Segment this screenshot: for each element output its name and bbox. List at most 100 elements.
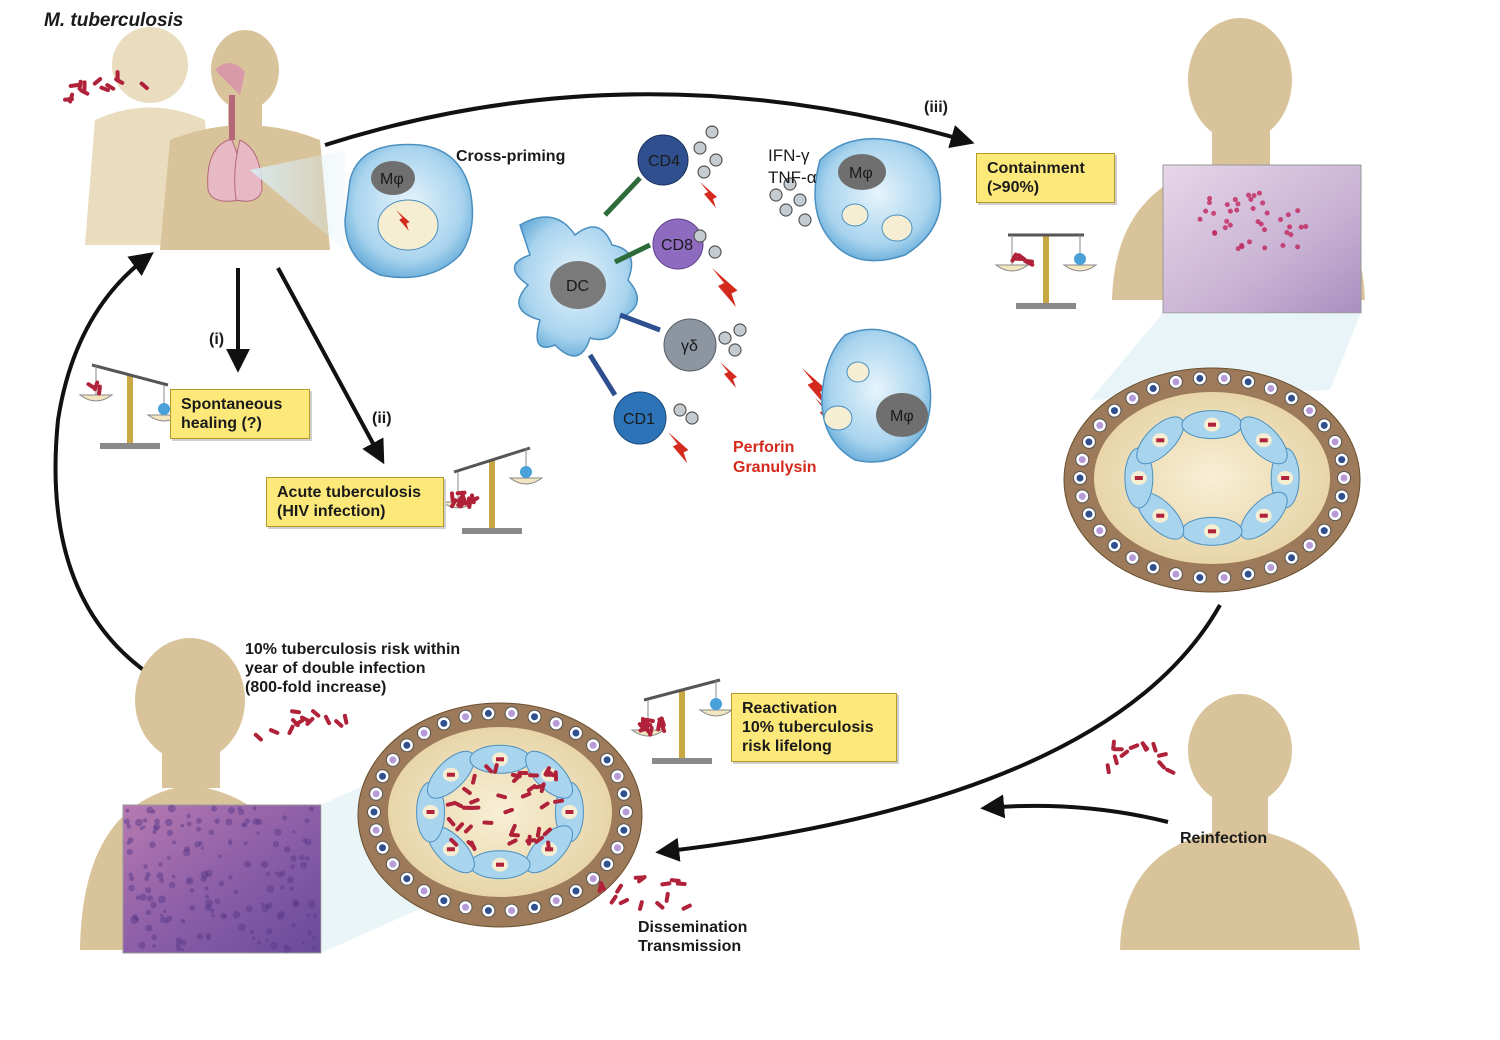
- bacterium: [681, 903, 692, 911]
- bacteria-reinfection: [1105, 739, 1176, 775]
- gd-label: γδ: [681, 338, 698, 355]
- path-label-iii: (iii): [924, 99, 948, 116]
- cd8-t-cell: CD8: [652, 218, 704, 270]
- lightning-bolt: [668, 432, 689, 464]
- bacterium: [457, 498, 466, 508]
- bacterium: [305, 716, 315, 726]
- bacterium: [526, 784, 537, 793]
- bacterium: [553, 798, 565, 804]
- bacterium: [463, 824, 473, 834]
- bacterium: [1105, 763, 1111, 775]
- bacterium: [543, 766, 551, 777]
- bacterium: [1134, 476, 1143, 480]
- bacterium: [542, 827, 553, 837]
- bacterium: [469, 496, 480, 504]
- cytokine-bubble: [693, 229, 707, 243]
- svg-text:Mφ: Mφ: [890, 408, 914, 425]
- bacterium: [446, 847, 455, 852]
- cytokine-bubble: [705, 125, 719, 139]
- lysed-macrophage: Mφ: [821, 328, 932, 463]
- bacterium: [597, 882, 604, 893]
- bacterium: [426, 810, 435, 814]
- cytokine-bubble: [709, 153, 723, 167]
- bacterium: [449, 498, 458, 509]
- bacterium: [482, 820, 494, 825]
- bacterium: [535, 826, 542, 838]
- bacterium: [93, 380, 100, 392]
- arrow-reinfection: [980, 794, 1169, 824]
- box-spontaneous-healing: Spontaneous healing (?): [170, 389, 310, 439]
- bacterium: [609, 894, 618, 905]
- bacterium: [520, 791, 532, 799]
- diagram-title: M. tuberculosis: [44, 10, 184, 31]
- cytokine-bubbles: [673, 125, 812, 425]
- cytokine-bubble: [728, 343, 742, 357]
- bacterium: [1023, 258, 1035, 264]
- cross-priming-label: Cross-priming: [456, 148, 566, 165]
- bacterium: [510, 772, 522, 779]
- bacterium: [669, 878, 681, 883]
- bacterium: [455, 490, 467, 496]
- bacterium: [1281, 476, 1290, 480]
- granuloma-contained: [1063, 367, 1361, 593]
- lightning-bolt: [712, 268, 738, 307]
- bacterium: [496, 793, 508, 800]
- cytokine-bubble: [779, 203, 793, 217]
- bacterium: [503, 807, 514, 815]
- balance-scale: [994, 233, 1098, 309]
- hiv-note-line2: year of double infection: [245, 660, 426, 677]
- bacterium: [1259, 513, 1268, 518]
- bacterium: [1156, 513, 1165, 518]
- bacterium: [553, 770, 559, 782]
- bacteria-exhaled: [253, 709, 349, 742]
- bacterium: [484, 764, 494, 774]
- bacterium: [79, 88, 90, 96]
- bacterium: [525, 838, 537, 844]
- cytokine-tnf: TNF-α: [768, 168, 817, 187]
- box-acute-line1: Acute tuberculosis: [277, 484, 422, 501]
- magnification-cone: [250, 150, 345, 250]
- bacterium: [528, 773, 539, 778]
- cytokine-bubble: [733, 323, 747, 337]
- bacterium: [637, 875, 647, 884]
- svg-text:Mφ: Mφ: [849, 165, 873, 182]
- infected-macrophage: Mφ: [344, 143, 474, 279]
- bacterium: [105, 83, 116, 91]
- cytokine-bubble: [783, 177, 797, 191]
- lungs-illustration: [207, 62, 263, 202]
- bacterium: [507, 838, 518, 846]
- bacterium: [92, 77, 103, 86]
- cd4-label: CD4: [648, 153, 680, 170]
- lightning-bolt: [802, 368, 826, 405]
- bacterium: [469, 797, 480, 805]
- bacteria-cluster: [63, 70, 149, 104]
- hiv-note-line1: 10% tuberculosis risk within: [245, 641, 461, 658]
- bacterium: [1157, 752, 1168, 758]
- dendritic-cell: DC: [513, 216, 638, 357]
- bacterium: [68, 83, 80, 88]
- bacterium: [1208, 529, 1216, 534]
- bacterium: [615, 883, 623, 894]
- bacterium: [539, 801, 550, 810]
- bacterium: [660, 881, 672, 887]
- bacterium: [268, 728, 280, 735]
- bacterium: [77, 79, 83, 91]
- histology-texture: [123, 804, 318, 953]
- bacterium: [334, 719, 344, 728]
- bacterium: [517, 770, 529, 775]
- box-containment: Containment (>90%): [976, 153, 1115, 203]
- bacteria-disseminated: [597, 875, 692, 911]
- bacterium: [496, 862, 504, 867]
- bacterium: [114, 77, 125, 85]
- bacterium: [638, 900, 644, 911]
- cytokine-bubble: [697, 165, 711, 179]
- bacterium: [449, 837, 459, 847]
- bacterium: [1140, 741, 1148, 752]
- bacterium: [1157, 760, 1166, 770]
- bacterium: [97, 384, 102, 396]
- reinfection-label: Reinfection: [1180, 830, 1268, 847]
- balance-scale: [78, 363, 182, 449]
- bacterium: [1165, 767, 1176, 775]
- cytokine-bubble: [693, 141, 707, 155]
- box-acute-tuberculosis: Acute tuberculosis (HIV infection): [266, 477, 444, 527]
